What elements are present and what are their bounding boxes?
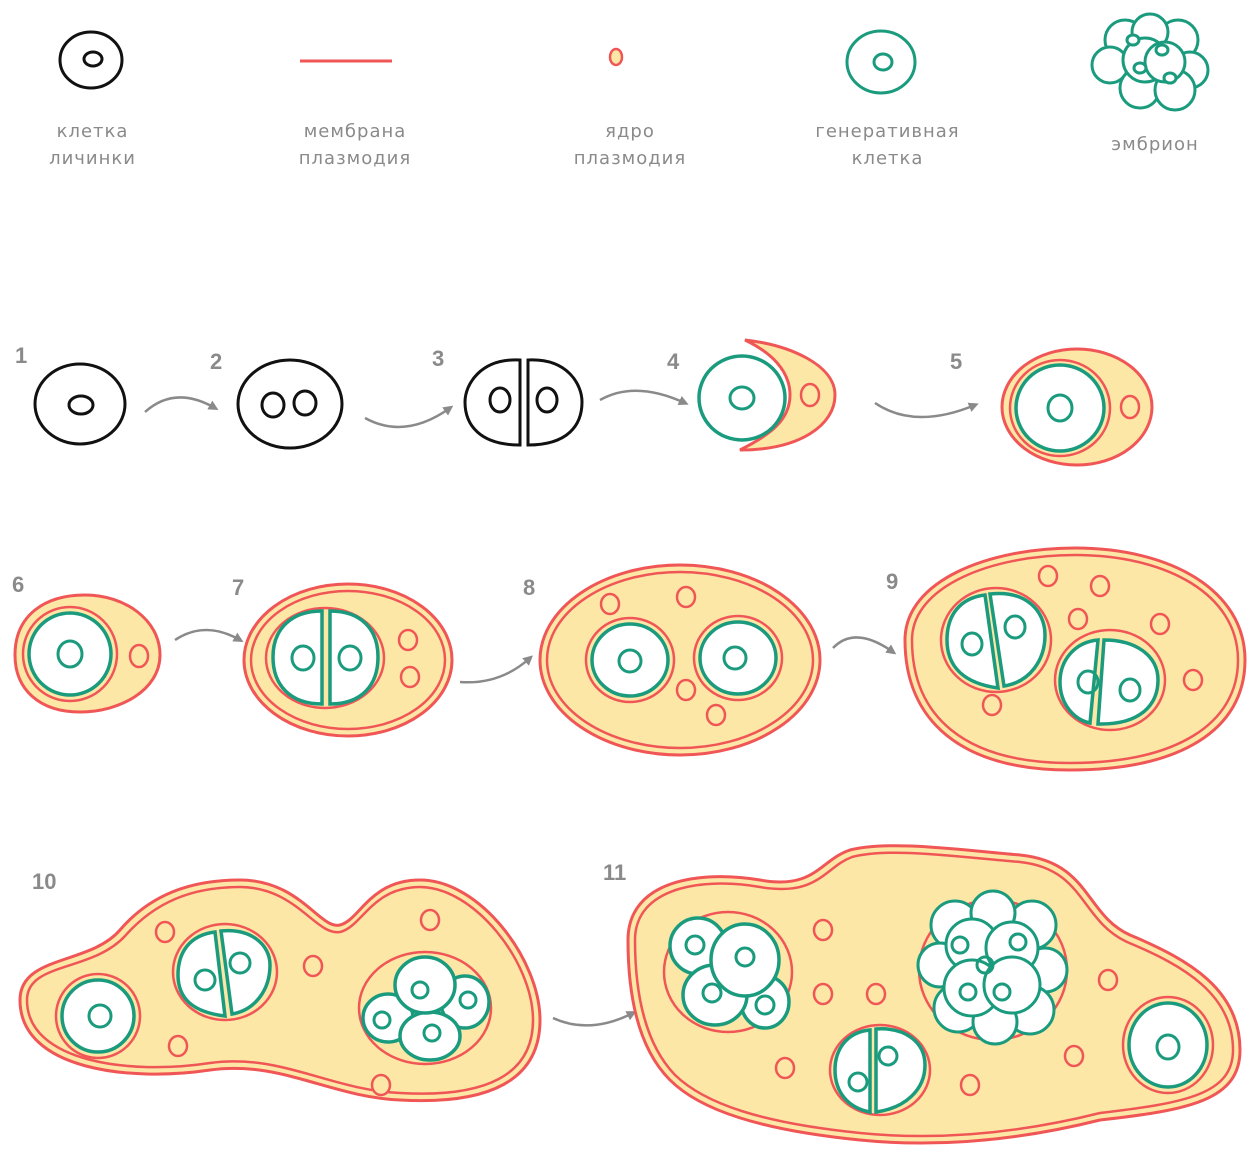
stage-5-cell (1002, 349, 1152, 465)
arrow-7-8 (460, 658, 530, 682)
legend-nucleus-icon (610, 49, 622, 65)
arrow-4-5 (875, 403, 975, 417)
step-number-1: 1 (15, 343, 27, 369)
step-number-10: 10 (32, 869, 56, 895)
legend-label-generative-cell: генеративная клетка (795, 118, 980, 172)
stage-3-divided-cell (465, 360, 582, 445)
arrow-6-7 (175, 630, 240, 640)
step-number-11: 11 (603, 860, 626, 886)
legend-label-plasmodium-nucleus: ядро плазмодия (550, 118, 710, 172)
legend-label-larva-cell: клетка личинки (30, 118, 155, 172)
stage-2-larva-cell (238, 360, 342, 448)
stage-9-cell (905, 548, 1245, 770)
arrow-3-4 (600, 391, 685, 403)
step-number-3: 3 (432, 346, 444, 372)
legend-larva-cell-icon (60, 32, 122, 88)
step-number-4: 4 (667, 349, 679, 375)
step-number-6: 6 (12, 572, 24, 598)
stage-1-larva-cell (35, 364, 125, 444)
legend-label-plasmodium-membrane: мембрана плазмодия (275, 118, 435, 172)
step-number-8: 8 (523, 575, 535, 601)
legend-generative-cell-icon (847, 31, 915, 93)
stage-7-cell (244, 584, 452, 736)
arrow-10-11 (553, 1013, 633, 1025)
stage-11-cell (628, 846, 1240, 1143)
stage-8-cell (540, 565, 820, 755)
step-number-5: 5 (950, 349, 962, 375)
arrow-1-2 (145, 397, 215, 412)
stage-10-cell (20, 880, 540, 1101)
legend-label-embryo: эмбрион (1090, 131, 1220, 158)
step-number-7: 7 (232, 575, 244, 601)
stage-4-cell (699, 340, 835, 450)
legend-embryo-icon (1092, 14, 1208, 110)
arrow-8-9 (833, 637, 893, 652)
step-number-2: 2 (210, 349, 222, 375)
arrow-2-3 (365, 408, 450, 427)
step-number-9: 9 (886, 569, 898, 595)
stage-6-cell (15, 595, 160, 712)
